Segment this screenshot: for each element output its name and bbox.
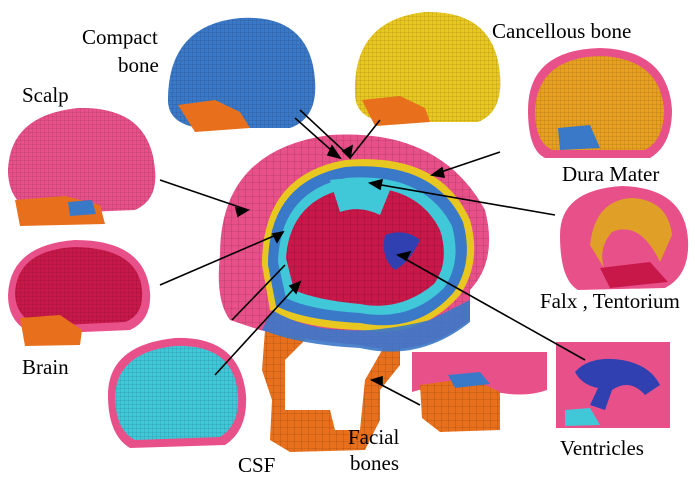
label-csf: CSF [238, 453, 275, 477]
label-falx-tentorium: Falx , Tentorium [540, 289, 680, 313]
thumb-falx-tentorium [560, 186, 688, 290]
thumb-dura-mater [528, 48, 672, 158]
label-facial-bones-line1: Facial [348, 425, 399, 449]
label-facial-bones-line2: bones [350, 451, 399, 475]
label-scalp: Scalp [22, 83, 69, 107]
label-cancellous-bone: Cancellous bone [492, 19, 631, 43]
label-compact-bone-line2: bone [118, 53, 159, 77]
thumb-ventricles [556, 342, 670, 428]
label-compact-bone-line1: Compact [82, 25, 158, 49]
thumb-csf [108, 338, 246, 448]
thumb-compact-bone [168, 18, 315, 132]
thumb-scalp [8, 108, 155, 226]
thumb-cancellous-bone [355, 12, 500, 126]
thumb-facial-closeup [412, 352, 547, 432]
thumb-brain [8, 240, 150, 346]
label-brain: Brain [22, 355, 69, 379]
label-dura-mater: Dura Mater [562, 162, 659, 186]
label-ventricles: Ventricles [560, 436, 644, 460]
